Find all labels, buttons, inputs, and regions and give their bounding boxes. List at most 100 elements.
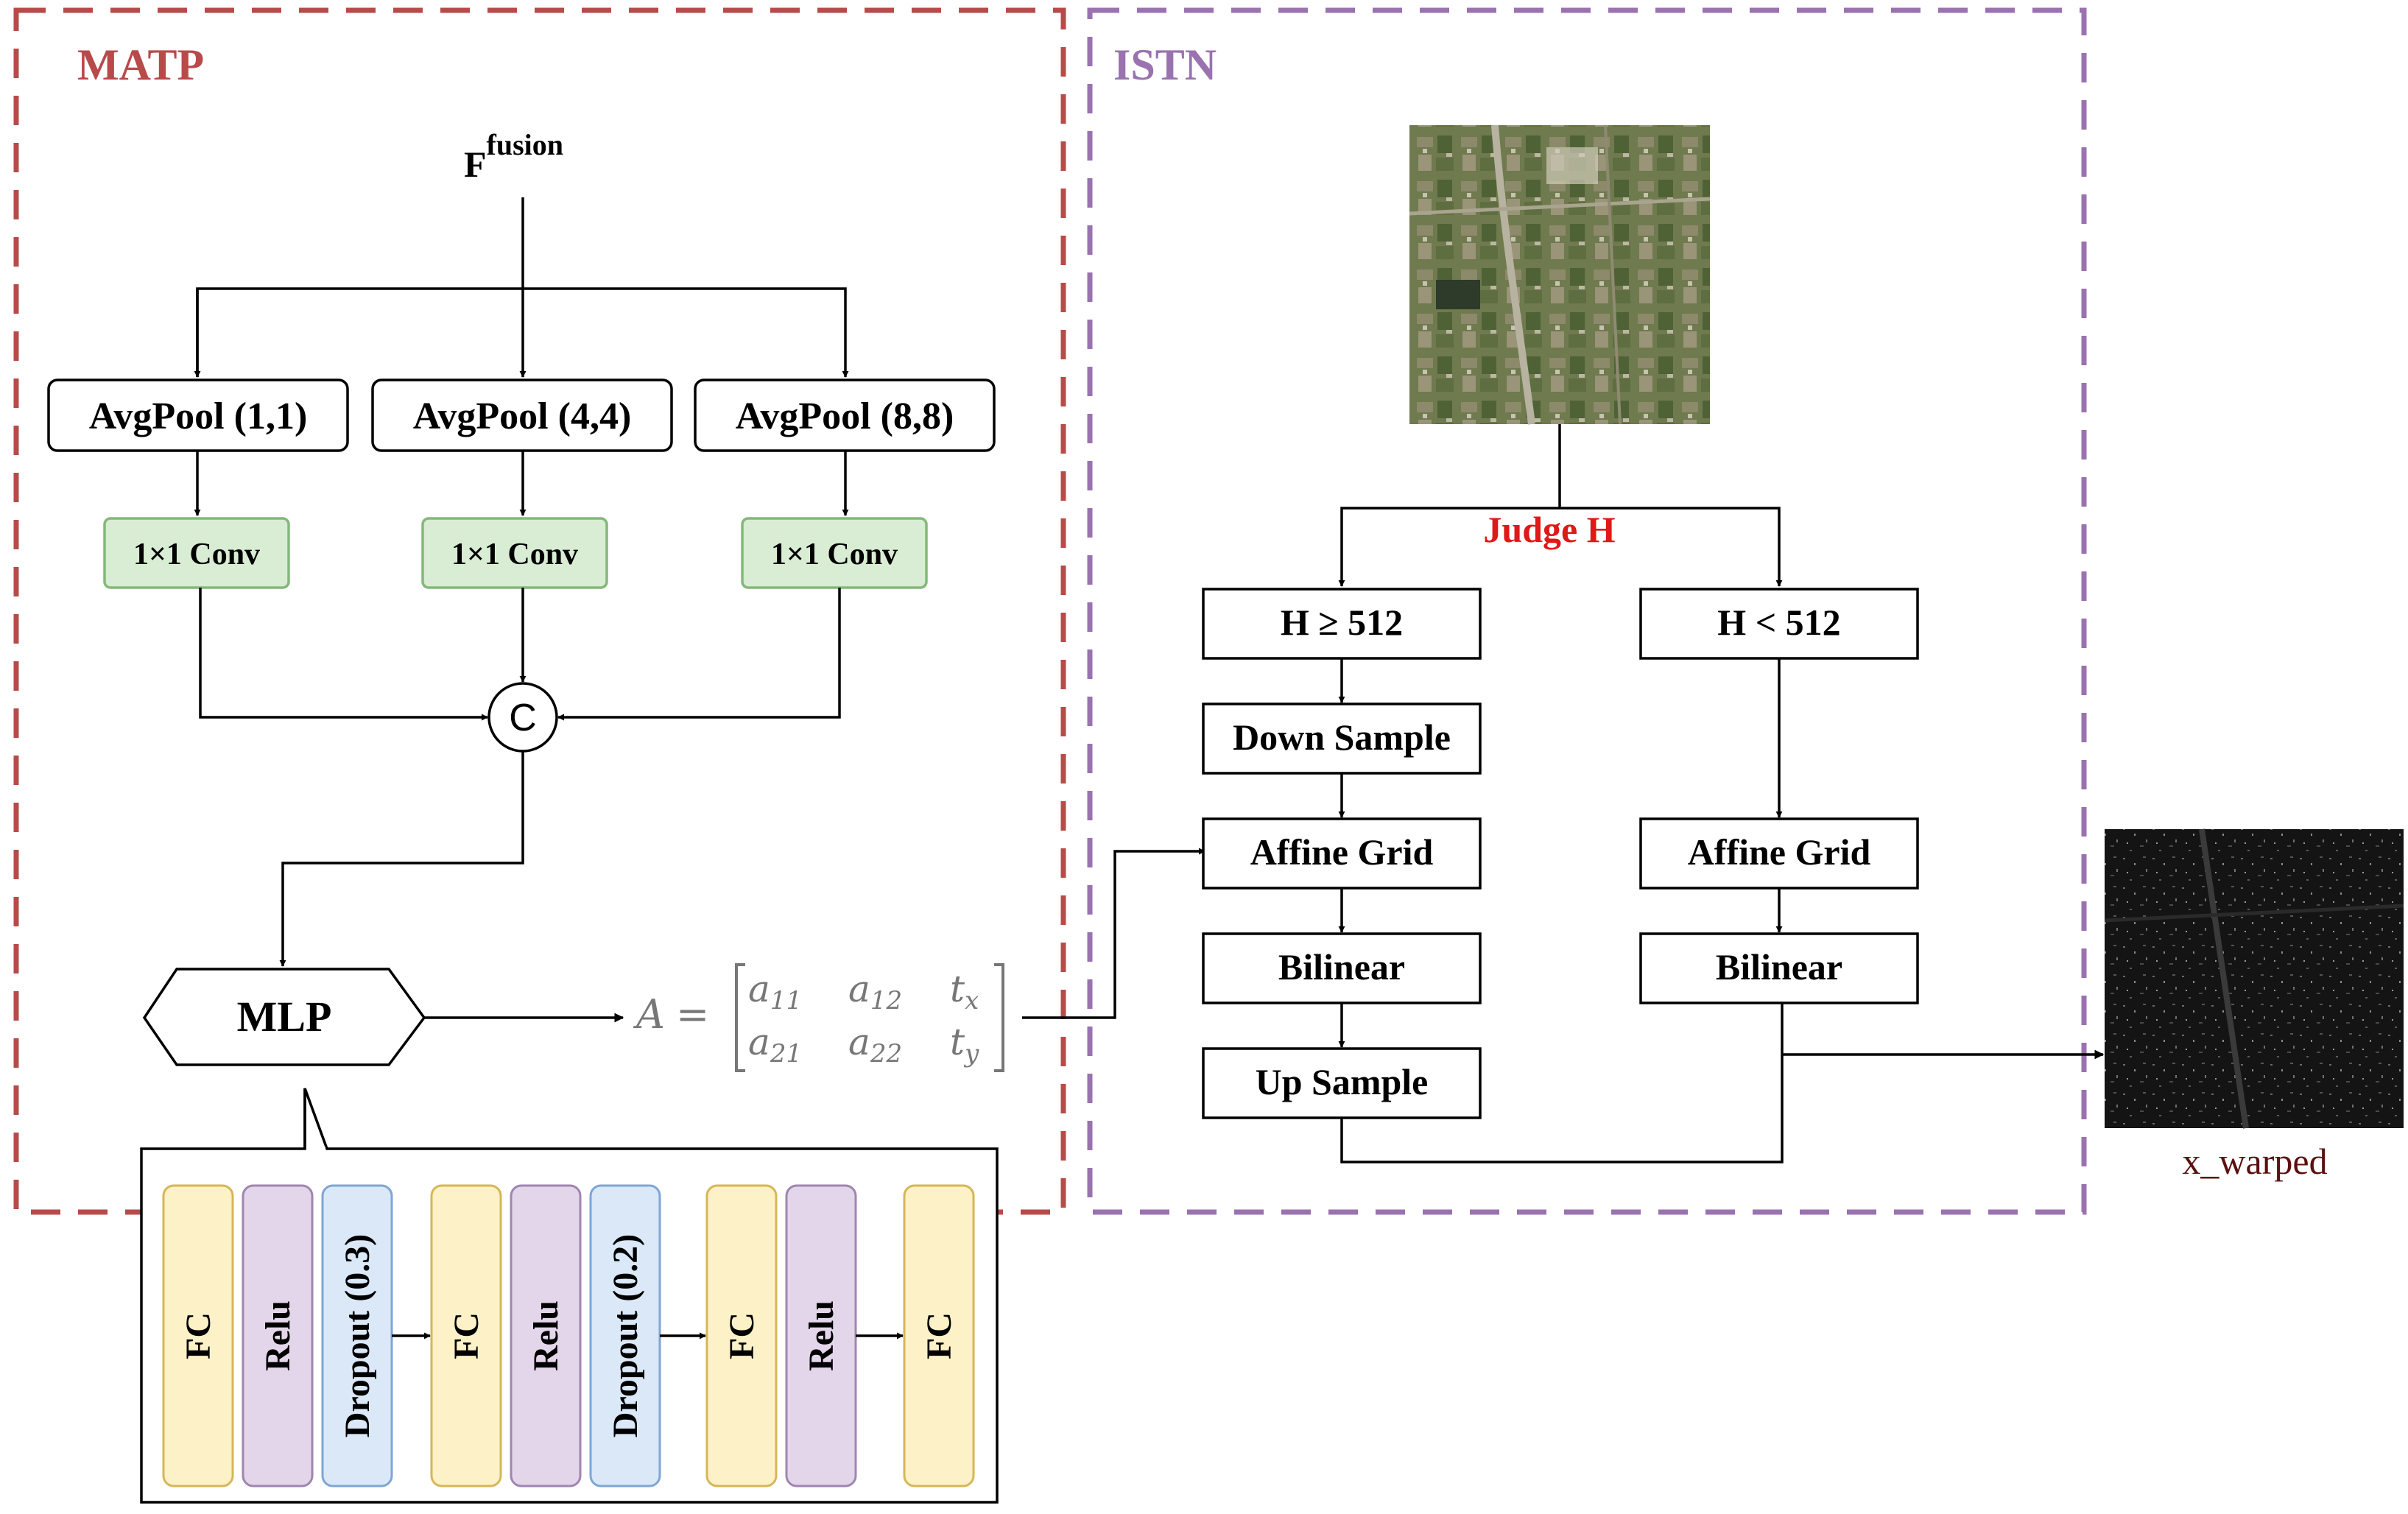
mlp-label: MLP [237, 993, 332, 1041]
matrix-cell-6: ty [950, 1021, 979, 1068]
matrix-cell-subscript: 21 [770, 1039, 802, 1068]
pool-to-conv-arrows [194, 451, 849, 516]
avgpool-label: AvgPool (1,1) [89, 395, 308, 437]
matrix-left-bracket [735, 963, 745, 1072]
matrix-cell-base: a [848, 968, 870, 1010]
matrix-cell-subscript: 12 [870, 986, 902, 1015]
matrix-cell-5: a22 [848, 1021, 902, 1068]
avgpool-box-1: AvgPool (1,1) [47, 378, 349, 452]
avgpool-box-2: AvgPool (4,4) [371, 378, 673, 452]
warped-image [2104, 828, 2404, 1129]
mlp-layer-label: Relu [258, 1300, 298, 1371]
satellite-image [1409, 124, 1711, 425]
judge-label-mask [1465, 510, 1642, 548]
avgpool-label: AvgPool (8,8) [736, 395, 954, 437]
fusion-feature-base: F [464, 144, 487, 185]
matrix-cell-base: a [748, 1021, 770, 1063]
fusion-feature-superscript: fusion [487, 128, 564, 161]
matrix-cell-4: a21 [748, 1021, 802, 1068]
step-label: Affine Grid [1250, 831, 1434, 873]
matrix-cell-base: t [950, 968, 965, 1010]
mlp-layer-relu-5: Relu [510, 1184, 582, 1487]
judge-left-arrow [1338, 507, 1560, 587]
mlp-layer-label: FC [179, 1312, 218, 1359]
mlp-layer-label: FC [920, 1312, 959, 1359]
left-branch-step-affine-grid: Affine Grid [1202, 817, 1482, 890]
matrix-right-bracket [994, 963, 1004, 1072]
mlp-layer-label: FC [722, 1312, 761, 1359]
matrix-cell-2: a12 [848, 968, 902, 1015]
conv-label: 1×1 Conv [771, 538, 898, 571]
mlp-layer-label: Relu [802, 1300, 841, 1371]
conv-row: 1×1 Conv 1×1 Conv 1×1 Conv [103, 517, 928, 589]
istn-region-frame [1087, 7, 2087, 1215]
matrix-cell-subscript: x [965, 986, 979, 1015]
matrix-cell-base: t [950, 1021, 965, 1063]
mlp-layer-label: Relu [527, 1300, 566, 1371]
step-label: Bilinear [1716, 946, 1842, 987]
mlp-layer-label: Dropout (0.3) [338, 1234, 377, 1437]
mlp-layer-relu-2: Relu [242, 1184, 314, 1487]
conv-box-3: 1×1 Conv [741, 517, 928, 589]
matrix-to-affine-grid-arrow [1022, 848, 1205, 1019]
mlp-layer-label: Dropout (0.2) [606, 1234, 645, 1437]
mlp-layer-dropout-3: Dropout (0.3) [321, 1184, 393, 1487]
matrix-cell-1: a11 [748, 968, 802, 1015]
mlp-layer-fc-4: FC [430, 1184, 502, 1487]
mlp-layer-stack: FC Relu Dropout (0.3) FC Relu Dropout (0.2) FC… [162, 1184, 975, 1487]
left-branch-step-up-sample: Up Sample [1202, 1047, 1482, 1119]
avgpool-box-3: AvgPool (8,8) [694, 378, 996, 452]
mlp-layer-relu-8: Relu [785, 1184, 857, 1487]
right-branch-step-affine-grid: Affine Grid [1639, 817, 1919, 890]
mlp-layer-label: FC [447, 1312, 486, 1359]
avgpool-row: AvgPool (1,1) AvgPool (4,4) AvgPool (8,8) [47, 378, 996, 452]
conv-label: 1×1 Conv [451, 538, 578, 571]
concat-to-mlp-arrow [279, 751, 524, 967]
conv-box-1: 1×1 Conv [103, 517, 290, 589]
up-sample-to-output-line [1340, 1003, 1784, 1163]
mlp-layer-fc-1: FC [162, 1184, 234, 1487]
conv-to-concat-arrows [199, 588, 841, 721]
matrix-equals: = [676, 991, 709, 1038]
mlp-layer-dropout-6: Dropout (0.2) [589, 1184, 661, 1487]
condition-label: H ≥ 512 [1281, 602, 1403, 643]
matrix-cell-subscript: y [963, 1039, 979, 1068]
matp-region-frame [13, 7, 1066, 1215]
matrix-cell-base: a [748, 968, 770, 1010]
left-branch-step-bilinear: Bilinear [1202, 932, 1482, 1004]
judge-label: Judge H [1483, 509, 1615, 550]
left-branch-step-down-sample: Down Sample [1202, 703, 1482, 775]
step-label: Up Sample [1256, 1061, 1429, 1102]
matrix-cell-3: tx [950, 968, 979, 1015]
fusion-feature-label: Ffusion [464, 128, 563, 185]
conv-label: 1×1 Conv [133, 538, 260, 571]
matrix-cell-subscript: 11 [770, 986, 802, 1015]
matrix-lhs: A [633, 991, 665, 1038]
right-branch-condition: H < 512 [1639, 588, 1919, 660]
right-branch-step-bilinear: Bilinear [1639, 932, 1919, 1004]
matrix-cell-base: a [848, 1021, 870, 1063]
matrix-cell-subscript: 22 [870, 1039, 902, 1068]
matp-section-label: MATP [77, 41, 204, 89]
step-label: Bilinear [1278, 946, 1405, 987]
fusion-distribution-lines [194, 197, 849, 378]
istn-section-label: ISTN [1113, 41, 1217, 89]
mlp-block [142, 968, 426, 1066]
output-label: x_warped [2182, 1141, 2327, 1182]
concat-label: C [509, 697, 537, 739]
condition-label: H < 512 [1717, 602, 1840, 643]
left-branch-condition: H ≥ 512 [1202, 588, 1482, 660]
avgpool-label: AvgPool (4,4) [413, 395, 632, 437]
judge-right-arrow [1560, 507, 1783, 587]
conv-box-2: 1×1 Conv [421, 517, 608, 589]
step-label: Down Sample [1233, 716, 1451, 758]
mlp-layer-fc-7: FC [705, 1184, 778, 1487]
mlp-layer-fc-9: FC [903, 1184, 975, 1487]
step-label: Affine Grid [1688, 831, 1871, 873]
